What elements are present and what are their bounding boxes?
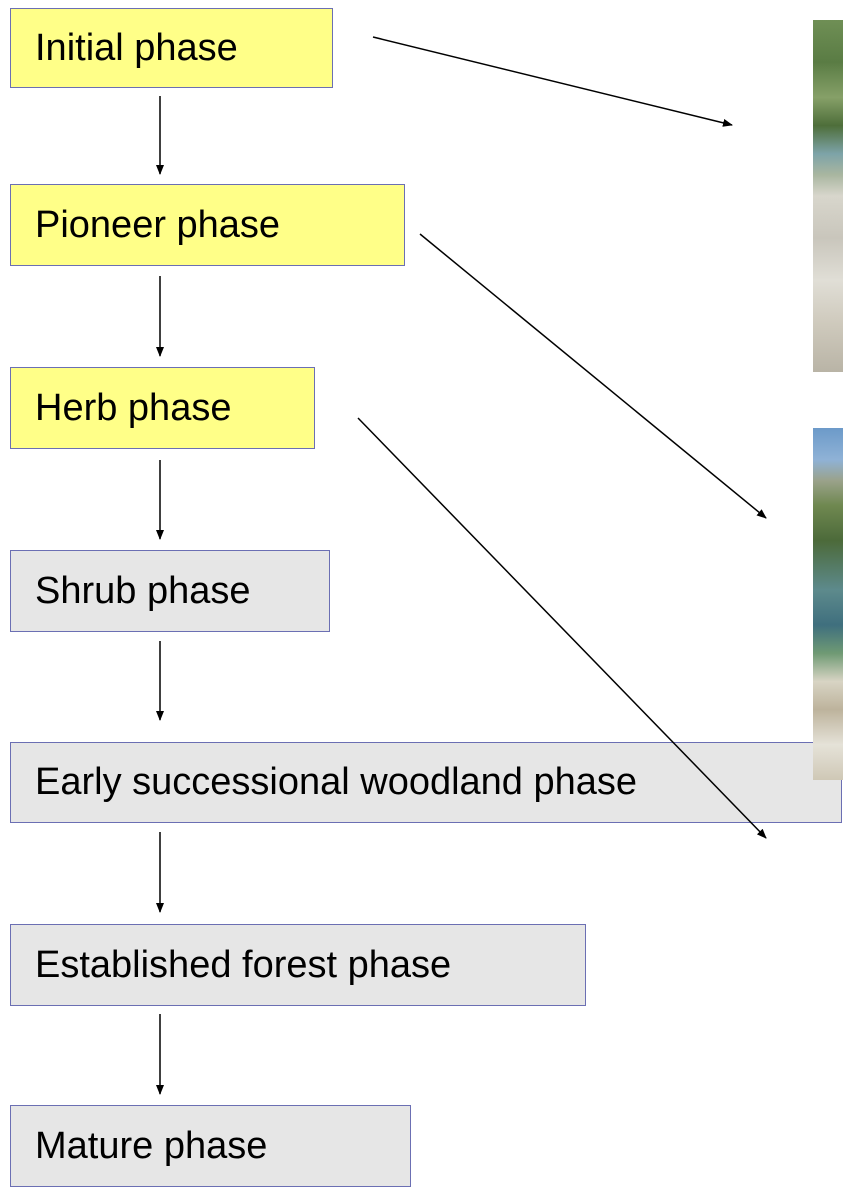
phase-early-successional-woodland: Early successional woodland phase [10,742,842,823]
riverbed-gravel-photo [813,20,843,372]
photo-arrow-herb [357,417,767,839]
photo-arrow-initial [372,36,733,127]
phase-label: Pioneer phase [35,203,281,246]
phase-herb: Herb phase [10,367,315,449]
phase-label: Established forest phase [35,943,452,986]
phase-pioneer: Pioneer phase [10,184,405,266]
phase-established-forest: Established forest phase [10,924,586,1006]
riverbank-vegetation-photo [813,428,843,780]
phase-label: Early successional woodland phase [35,761,638,803]
phase-label: Shrub phase [35,569,251,612]
phase-label: Mature phase [35,1124,268,1167]
phase-mature: Mature phase [10,1105,411,1187]
photo-arrow-pioneer [419,233,767,519]
phase-label: Initial phase [35,26,238,69]
phase-shrub: Shrub phase [10,550,330,632]
phase-initial: Initial phase [10,8,333,88]
phase-label: Herb phase [35,386,232,429]
